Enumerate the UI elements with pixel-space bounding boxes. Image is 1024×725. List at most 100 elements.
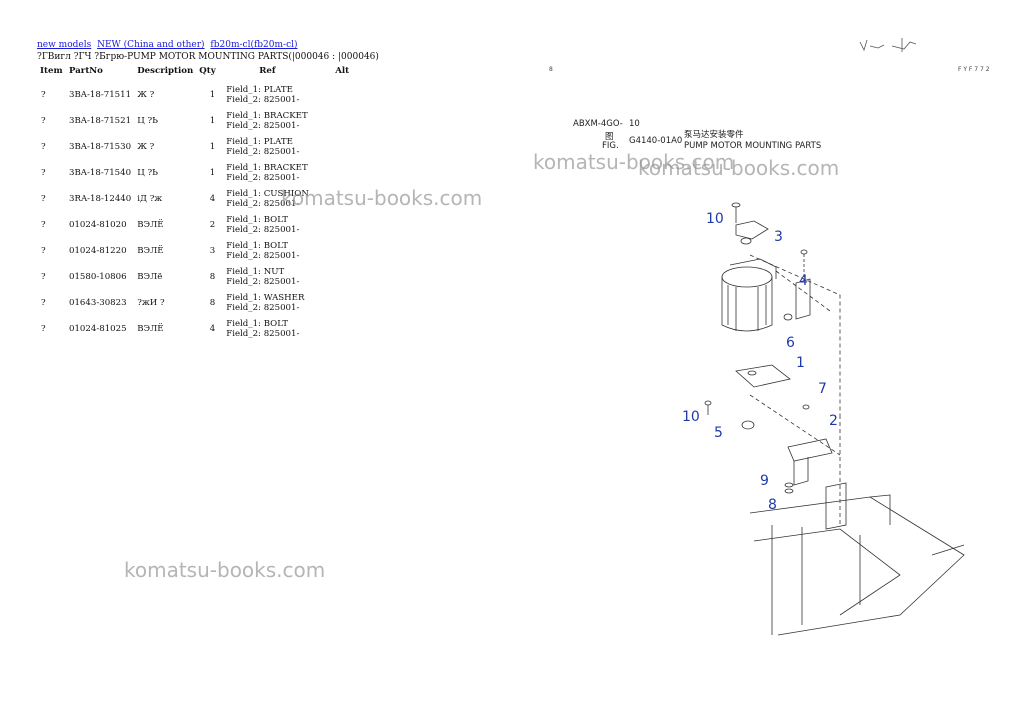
callout-10b: 10 <box>682 409 700 425</box>
ref-field-2: Field_2: 825001- <box>226 303 300 313</box>
callout-1: 1 <box>796 355 805 371</box>
ref-field-1: Field_1: BRACKET <box>226 163 308 173</box>
header-alt: Alt <box>335 66 350 76</box>
plate-3-shape <box>735 220 769 240</box>
cell-description: Ж ? <box>137 142 155 152</box>
cell-item: ? <box>41 194 46 204</box>
bolt-4-shape <box>800 249 808 255</box>
ref-field-1: Field_1: BRACKET <box>226 111 308 121</box>
bolt-10-shape <box>704 400 712 406</box>
frame-outline <box>749 496 965 636</box>
cell-partno: 3BA-18-71540 <box>69 168 132 178</box>
motor-top-shape <box>721 266 773 288</box>
cell-alt <box>315 264 352 290</box>
callout-10: 10 <box>706 211 724 227</box>
cell-partno: 01024-81025 <box>69 324 127 334</box>
cell-alt <box>315 238 352 264</box>
cell-alt <box>315 316 352 342</box>
motor-cap-shape <box>729 258 777 279</box>
ref-field-2: Field_2: 825001- <box>226 251 300 261</box>
cell-partno: 01643-30823 <box>69 298 127 308</box>
cell-partno: 3RA-18-12440 <box>69 194 132 204</box>
figure-fig-cn: 图 <box>605 132 614 142</box>
header-partno: PartNo <box>69 66 103 76</box>
figure-number: G4140-01A0 <box>629 136 683 146</box>
figure-code-label: ABXM-4GO- <box>573 119 623 129</box>
cell-partno: 3BA-18-71511 <box>69 90 132 100</box>
cell-item: ? <box>41 298 46 308</box>
cell-alt <box>315 290 352 316</box>
cell-description: Ж ? <box>137 90 155 100</box>
cell-qty: 3 <box>209 246 216 256</box>
bracket-4-shape <box>795 278 811 320</box>
callout-9: 9 <box>760 473 769 489</box>
page-tag-right: F Y F 7 7 2 <box>958 66 990 73</box>
cushion-top-shape <box>740 237 752 245</box>
cell-description: ВЭЛЁ <box>137 246 164 256</box>
callout-5: 5 <box>714 425 723 441</box>
cell-partno: 3BA-18-71521 <box>69 116 132 126</box>
callout-4: 4 <box>799 273 808 289</box>
frame-edge <box>931 544 965 556</box>
ref-field-2: Field_2: 825001- <box>226 95 300 105</box>
cell-qty: 1 <box>209 90 216 100</box>
watermark: komatsu-books.com <box>533 150 735 174</box>
watermark: komatsu-books.com <box>638 156 840 180</box>
callout-7: 7 <box>818 381 827 397</box>
cell-alt <box>315 160 352 186</box>
breadcrumb-link-model[interactable]: fb20m-cl(fb20m-cl) <box>210 40 298 50</box>
frame-panel <box>825 482 847 530</box>
ref-field-1: Field_1: BOLT <box>226 241 288 251</box>
cell-item: ? <box>41 116 46 126</box>
ref-field-2: Field_2: 825001- <box>226 199 300 209</box>
ref-field-1: Field_1: NUT <box>226 267 285 277</box>
cell-description: ?жИ ? <box>137 298 165 308</box>
breadcrumb-link-new-china[interactable]: NEW (China and other) <box>97 40 205 50</box>
motor-ribs-shape <box>727 285 767 331</box>
cell-item: ? <box>41 246 46 256</box>
ref-field-1: Field_1: BOLT <box>226 319 288 329</box>
ref-field-1: Field_1: PLATE <box>226 137 293 147</box>
header-description: Description <box>137 66 194 76</box>
cell-description: ВЭЛё <box>137 272 163 282</box>
cell-qty: 1 <box>209 142 216 152</box>
frame-posts <box>771 525 861 635</box>
callout-group: 10 3 4 6 1 7 10 2 5 9 8 <box>682 211 838 513</box>
callout-8: 8 <box>768 497 777 513</box>
cell-qty: 4 <box>209 324 216 334</box>
cell-alt <box>315 212 352 238</box>
cell-partno: 3BA-18-71530 <box>69 142 132 152</box>
watermark: komatsu-books.com <box>281 186 483 210</box>
figure-code-num: 10 <box>629 119 640 129</box>
frame-inner <box>753 528 901 616</box>
cell-item: ? <box>41 220 46 230</box>
signature-scribble <box>859 38 917 52</box>
ref-field-2: Field_2: 825001- <box>226 225 300 235</box>
cell-description: Ц ?Ь <box>137 116 158 126</box>
ref-field-2: Field_2: 825001- <box>226 173 300 183</box>
breadcrumb-link-new-models[interactable]: new models <box>37 40 92 50</box>
figure-fig-label: FIG. <box>602 141 619 151</box>
cell-partno: 01580-10806 <box>69 272 127 282</box>
cell-description: ВЭЛЁ <box>137 324 164 334</box>
hole-shape <box>747 370 757 376</box>
header-ref: Ref <box>259 66 276 76</box>
header-item: Item <box>40 66 63 76</box>
cushion-5-shape <box>741 420 755 430</box>
cell-qty: 8 <box>209 272 216 282</box>
header-qty: Qty <box>199 66 216 76</box>
nut-8-shape <box>784 488 794 494</box>
